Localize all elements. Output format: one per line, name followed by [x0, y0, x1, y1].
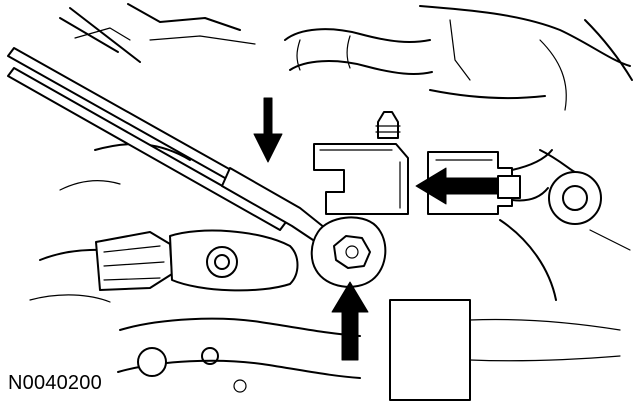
- bolt: [333, 235, 371, 269]
- arrow-down-icon: [253, 97, 283, 163]
- arrow-up-icon: [331, 281, 369, 361]
- engine-background-detail: [29, 3, 633, 401]
- arrow-left-icon: [415, 167, 499, 205]
- sensor-bracket: [313, 143, 409, 215]
- wrench: [7, 47, 387, 288]
- callout-arrows: [253, 97, 499, 361]
- figure-id-label: N0040200: [8, 372, 102, 394]
- sensor-tip: [375, 111, 401, 139]
- electrical-connector: [95, 229, 299, 292]
